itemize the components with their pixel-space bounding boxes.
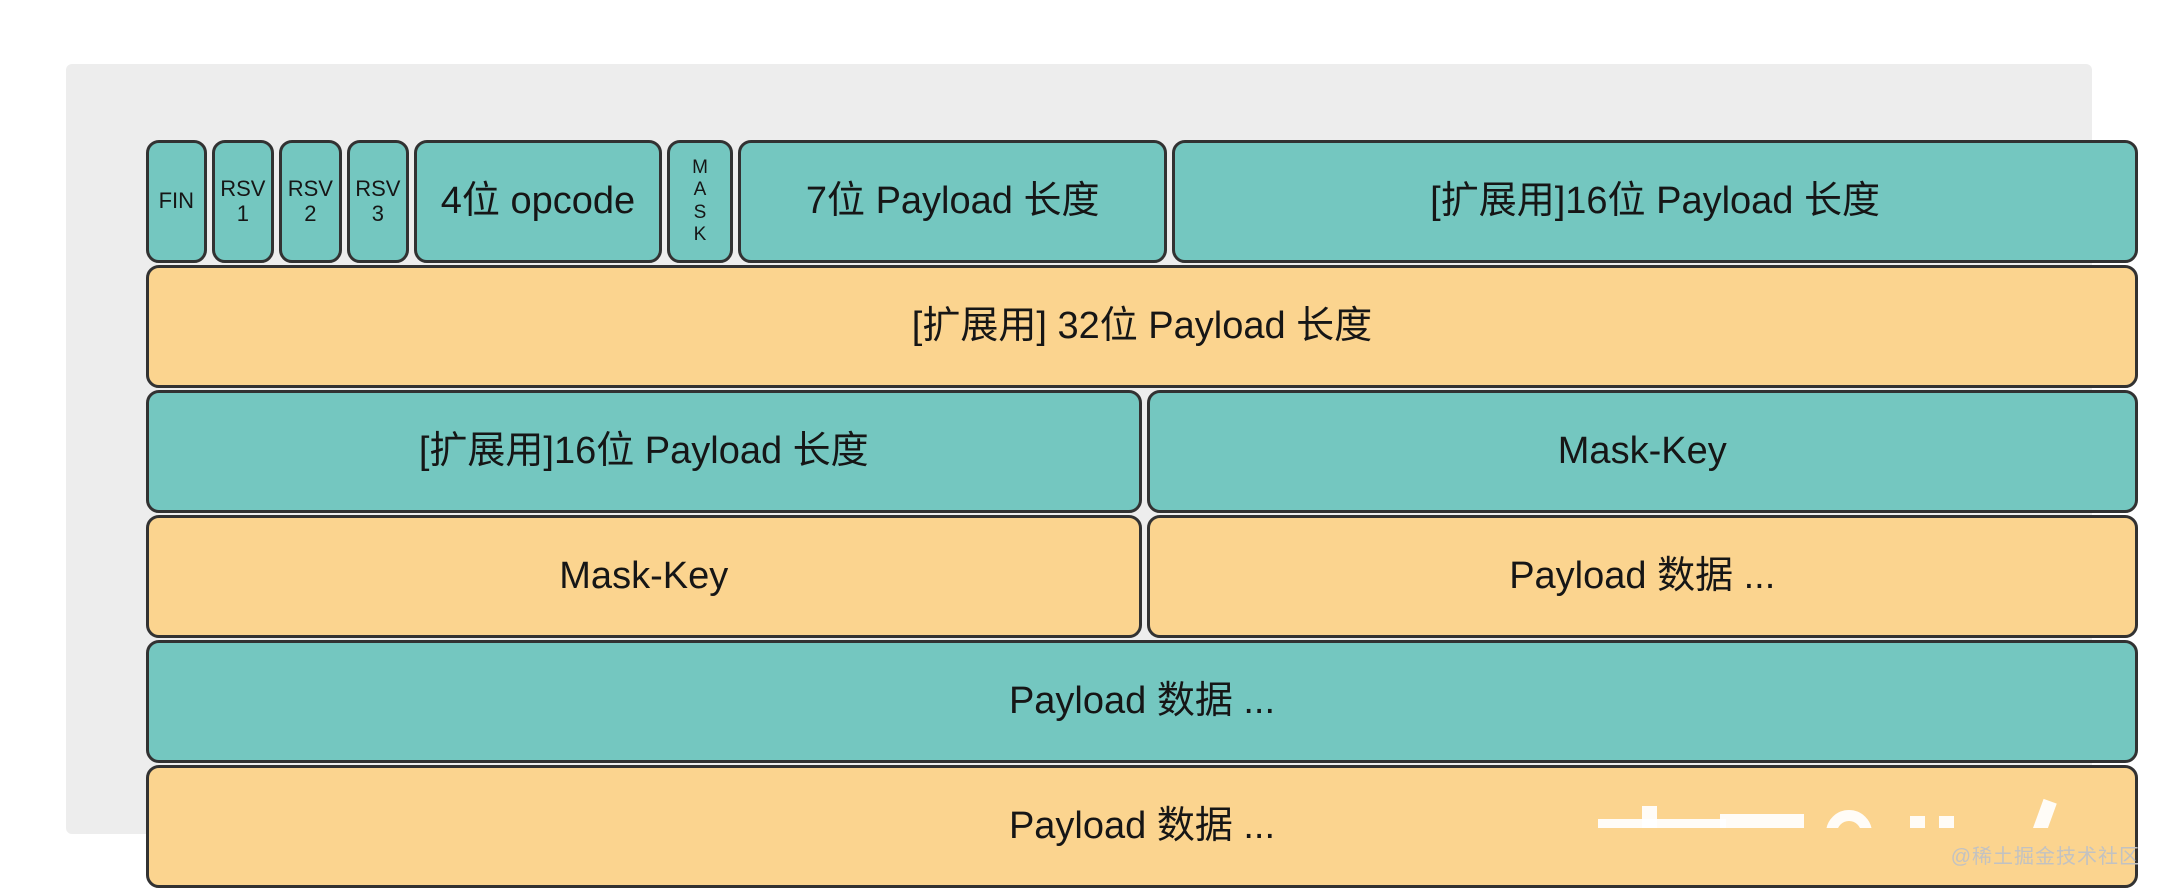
frame-row-2: [扩展用] 32位 Payload 长度 (146, 265, 2138, 388)
frame-field-cell: RSV 3 (346, 140, 410, 263)
frame-row-6: Payload 数据 ... (146, 765, 2138, 888)
frame-field-cell: Payload 数据 ... (146, 640, 2138, 763)
frame-field-cell: M A S K (666, 140, 734, 263)
frame-field-cell: 7位 Payload 长度 (738, 140, 1168, 263)
watermark-credit: @稀土掘金技术社区 (1950, 846, 2140, 868)
frame-field-cell: RSV 1 (211, 140, 275, 263)
frame-field-cell: Mask-Key (1146, 390, 2138, 513)
frame-field-cell: RSV 2 (279, 140, 342, 263)
frame-field-cell: Payload 数据 ... (1146, 515, 2138, 638)
frame-field-cell: [扩展用]16位 Payload 长度 (1172, 140, 2138, 263)
frame-field-cell: Mask-Key (146, 515, 1142, 638)
frame-field-cell: [扩展用]16位 Payload 长度 (146, 390, 1142, 513)
frame-field-cell: Payload 数据 ... (146, 765, 2138, 888)
frame-field-cell: 4位 opcode (414, 140, 662, 263)
frame-field-cell: [扩展用] 32位 Payload 长度 (146, 265, 2138, 388)
frame-field-cell: FIN (146, 140, 207, 263)
frame-row-5: Payload 数据 ... (146, 640, 2138, 763)
